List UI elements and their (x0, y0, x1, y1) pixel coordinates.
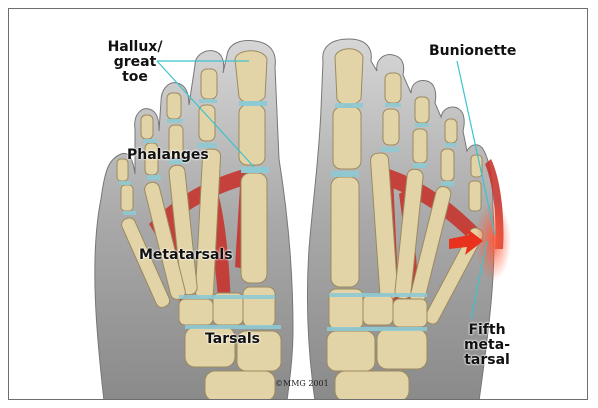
label-fifth-metatarsal: Fifth meta- tarsal (457, 323, 517, 368)
label-hallux: Hallux/ great toe (95, 40, 175, 85)
label-bunionette: Bunionette (429, 44, 516, 59)
copyright-notice: ©MMG 2001 (275, 379, 329, 388)
diagram-frame: Hallux/ great toe Bunionette Phalanges M… (8, 8, 588, 400)
label-phalanges: Phalanges (127, 148, 209, 163)
label-fifth-metatarsal-text: Fifth meta- tarsal (464, 322, 510, 368)
left-foot (95, 41, 293, 400)
label-metatarsals: Metatarsals (139, 248, 233, 263)
label-hallux-text: Hallux/ great toe (108, 39, 163, 85)
label-tarsals: Tarsals (205, 332, 260, 347)
